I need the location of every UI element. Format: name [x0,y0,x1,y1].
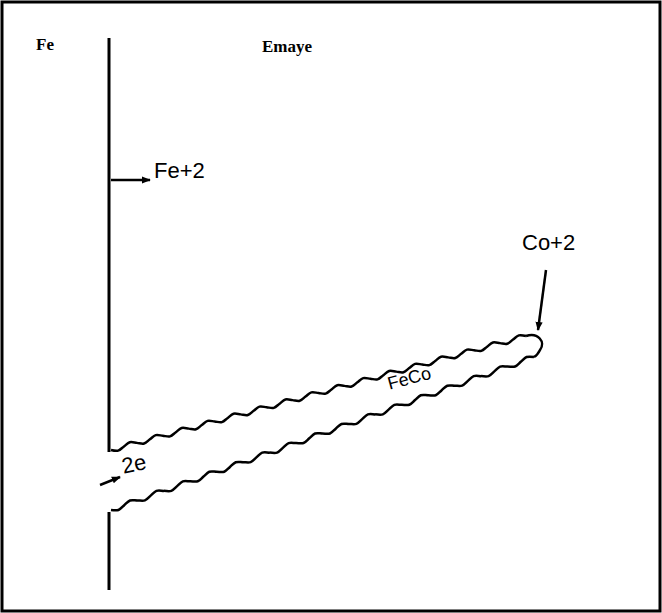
coating-label: Emaye [262,38,312,55]
feco-channel [111,335,542,510]
ion-arrow [538,270,546,330]
alloy-label: FeCo [386,364,433,393]
channel-wall [111,357,534,511]
electron-arrow [100,477,120,485]
electron-label: 2e [120,451,149,478]
ion-label: Fe+2 [154,160,205,182]
ion-arrow [111,179,150,182]
ion-label: Co+2 [522,232,575,254]
channel-tip [526,335,542,357]
metal-label: Fe [36,36,54,53]
metal-surface [108,38,111,452]
metal-surface [108,512,111,590]
